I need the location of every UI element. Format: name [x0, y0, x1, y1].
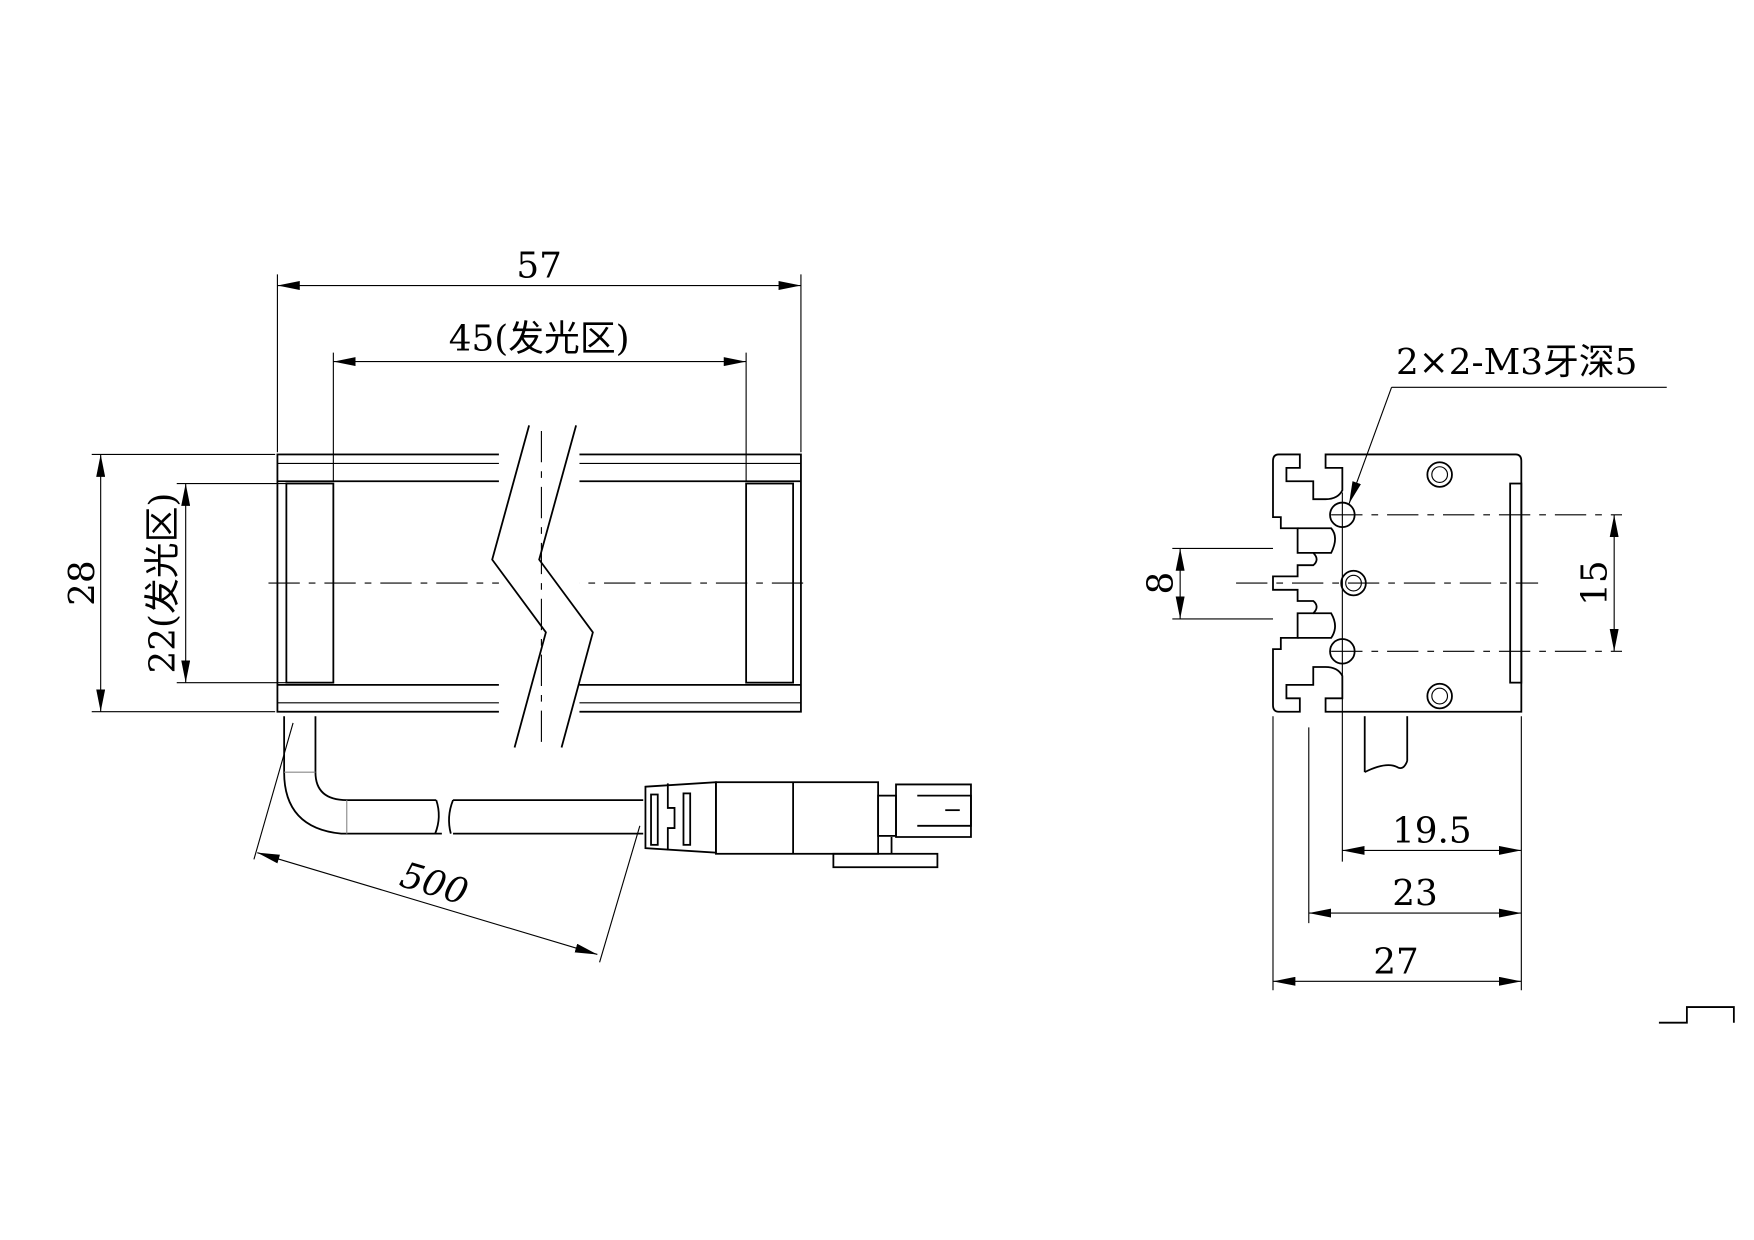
dim-27-label: 27: [1373, 941, 1419, 982]
dim-45: 45(发光区): [332, 318, 747, 482]
dim-22-label: 22(发光区): [143, 493, 184, 674]
bottom-dimensions: 19.5 23 27: [1272, 716, 1522, 991]
cable-stub: [1363, 716, 1409, 773]
dim-8-label: 8: [1140, 572, 1181, 595]
side-view: 2×2-M3牙深5 8 15 19.5 23 27: [1140, 342, 1667, 991]
dim-28-label: 28: [62, 560, 103, 606]
dim-45-label: 45(发光区): [449, 318, 630, 359]
screw-icon: [1426, 461, 1453, 488]
break-line: [491, 425, 547, 748]
dim-28: 28: [62, 453, 276, 713]
dim-500-label: 500: [395, 855, 472, 914]
thread-holes: [1236, 461, 1623, 862]
dim-8: 8: [1140, 547, 1273, 620]
dim-22: 22(发光区): [143, 482, 287, 684]
dim-19-5-label: 19.5: [1392, 811, 1472, 852]
connector: [644, 781, 972, 869]
front-view: 57 45(发光区) 28 22(发光区): [62, 246, 972, 963]
dim-57: 57: [276, 246, 802, 453]
screw-icon: [1426, 682, 1453, 710]
cable: [283, 716, 644, 835]
dim-57-label: 57: [516, 246, 562, 287]
corner-mark: [1658, 1006, 1735, 1024]
thread-note-label: 2×2-M3牙深5: [1396, 342, 1637, 383]
dim-15-label: 15: [1574, 560, 1615, 606]
thread-callout: 2×2-M3牙深5: [1348, 342, 1667, 504]
dim-23-label: 23: [1392, 873, 1438, 914]
dim-15: 15: [1574, 514, 1619, 652]
light-body: [268, 425, 812, 748]
dim-500: 500: [253, 722, 641, 963]
